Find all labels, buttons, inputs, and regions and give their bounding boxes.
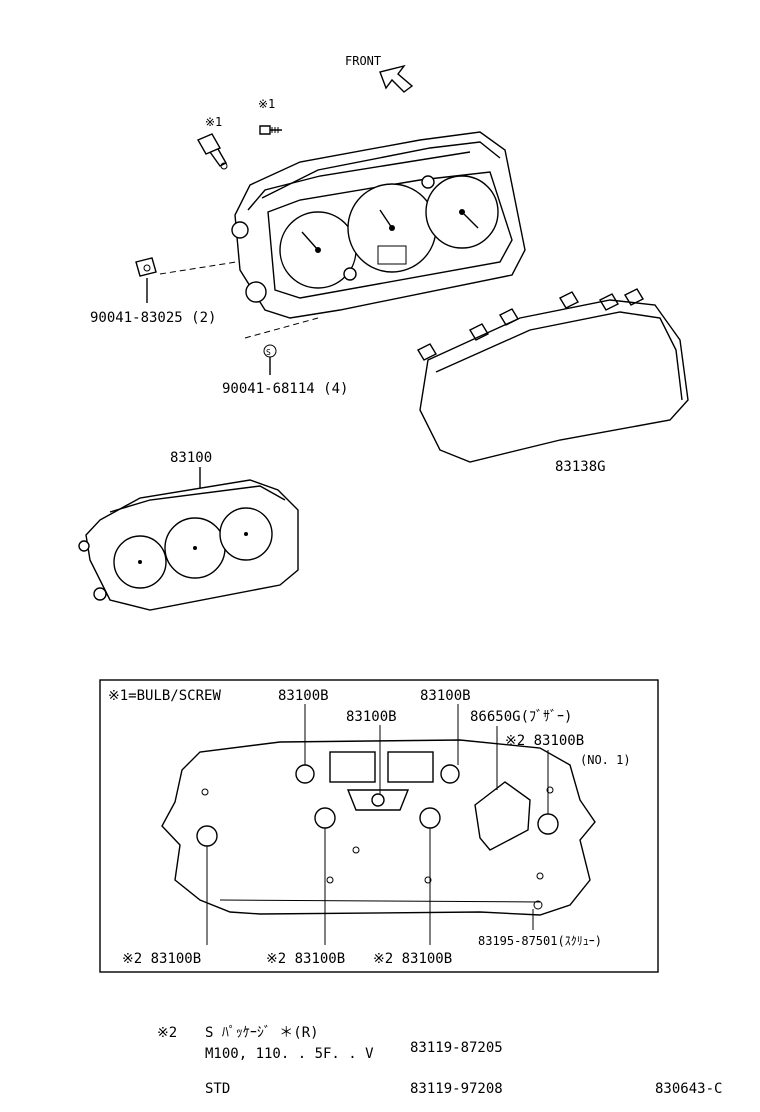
- part-83138G: 83138G: [555, 459, 606, 475]
- part-83100: 83100: [170, 450, 212, 466]
- part-90041-83025: 90041-83025 (2): [90, 310, 216, 326]
- buzzer-icon: [474, 781, 531, 851]
- footnote-row3-desc: STD: [205, 1081, 230, 1097]
- rear-view-box: [99, 679, 659, 973]
- footnote-row2-desc: M100, 110. . 5F. . V: [205, 1046, 374, 1062]
- footnote-row1-desc: S ﾊﾟｯｹｰｼﾞ ＊(R): [205, 1025, 319, 1041]
- callout-83100B-bottom-1: ※2 83100B: [122, 951, 201, 967]
- mark1-bulb-label: ※1: [205, 115, 222, 129]
- footnote-row3-part: 83119-97208: [410, 1081, 503, 1097]
- clip-icon: [135, 257, 157, 277]
- meter-rear-housing: [161, 739, 596, 916]
- combination-meter-assembly: [231, 131, 526, 319]
- assembled-meter: [78, 479, 299, 611]
- callout-83100B-no1: ※2 83100B: [505, 733, 584, 749]
- lens-cover: [417, 288, 689, 463]
- callout-83195-87501-screw: 83195-87501(ｽｸﾘｭｰ): [478, 934, 602, 948]
- footnote-row2-part: 83119-87205: [410, 1040, 503, 1056]
- callout-83100B-center: 83100B: [346, 709, 397, 725]
- screw-icon: [259, 125, 282, 135]
- callout-83100B-top-left: 83100B: [278, 688, 329, 704]
- bulb-screw-legend: ※1=BULB/SCREW: [108, 688, 221, 704]
- diagram-code: 830643-C: [655, 1081, 722, 1097]
- bulb-icon: [197, 133, 228, 170]
- front-arrow-icon: FRONT: [345, 54, 414, 93]
- callout-no1-sub: (NO. 1): [580, 753, 631, 767]
- footnote-mark: ※2: [157, 1025, 177, 1041]
- mark1-screw-label: ※1: [258, 97, 275, 111]
- callout-83100B-bottom-2: ※2 83100B: [266, 951, 345, 967]
- front-label: FRONT: [345, 54, 381, 68]
- callout-86650G-buzzer: 86650G(ﾌﾞｻﾞｰ): [470, 709, 572, 725]
- callout-83100B-top-right: 83100B: [420, 688, 471, 704]
- part-90041-68114: 90041-68114 (4): [222, 381, 348, 397]
- screw-marker: S: [266, 348, 271, 357]
- callout-83100B-bottom-3: ※2 83100B: [373, 951, 452, 967]
